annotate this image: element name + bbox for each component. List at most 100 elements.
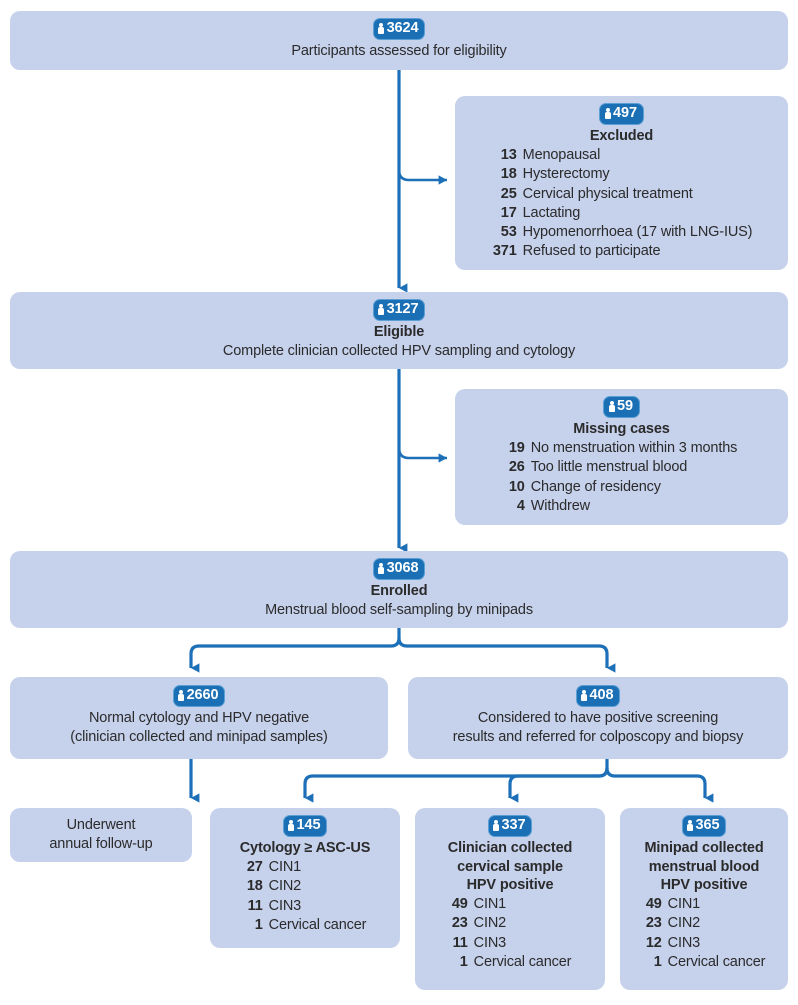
item-count: 13 [500,146,517,163]
item-count: 1 [459,953,468,970]
item-count: 11 [247,897,263,914]
list-item: 11 CIN3 [244,897,367,916]
participant-count-badge: 2660 [172,685,226,707]
item-count: 17 [500,204,517,221]
node-positive-line-2: results and referred for colposcopy and … [452,728,744,745]
item-label: CIN2 [268,878,302,895]
person-icon [608,400,615,413]
node-enrolled-title: Enrolled [370,583,428,600]
list-item: 23 CIN2 [643,914,766,933]
participant-count-badge: 408 [575,685,621,707]
item-count: 23 [645,915,662,932]
node-clinician-collected-hpv-positive[interactable]: 337 Clinician collected cervical sample … [415,808,605,990]
item-count: 18 [246,878,263,895]
badge-count: 408 [589,687,614,703]
node-assessed-for-eligibility[interactable]: 3624 Participants assessed for eligibili… [10,11,788,70]
item-label: Hypomenorrhoea (17 with LNG-IUS) [522,224,753,241]
person-icon [493,819,500,832]
participant-count-badge: 145 [282,815,328,837]
participant-count-badge: 365 [681,815,727,837]
item-label: CIN2 [473,915,507,932]
item-count: 49 [451,896,468,913]
node-excluded-title: Excluded [589,128,654,145]
node-annual-followup[interactable]: Underwent annual follow-up [10,808,192,862]
item-label: Lactating [522,204,581,221]
item-count: 1 [254,916,263,933]
item-label: CIN1 [667,896,701,913]
item-count: 371 [492,243,517,260]
node-eligible-line-1: Complete clinician collected HPV samplin… [222,342,576,359]
participant-count-badge: 59 [603,396,640,418]
badge-row: 408 [418,685,778,708]
list-item: 18 Hysterectomy [491,165,753,184]
node-eligible-title: Eligible [373,324,425,341]
list-item: 18 CIN2 [244,877,367,896]
badge-row: 337 [425,815,595,838]
participant-count-badge: 3127 [372,299,426,321]
badge-row: 145 [220,815,390,838]
badge-count: 497 [613,105,637,121]
item-label: Change of residency [530,478,661,495]
node-eligible[interactable]: 3127 Eligible Complete clinician collect… [10,292,788,369]
badge-row: 2660 [20,685,378,708]
item-count: 12 [645,934,662,951]
item-label: CIN3 [473,934,507,951]
badge-count: 3624 [386,20,419,36]
item-label: Cervical cancer [667,953,766,970]
item-label: Too little menstrual blood [530,459,688,476]
node-normal-line-2: (clinician collected and minipad samples… [70,728,328,745]
item-label: Refused to participate [522,243,661,260]
badge-row: 59 [465,396,778,419]
node-minipad-title-1: Minipad collected [644,840,764,857]
node-assessed-line-1: Participants assessed for eligibility [291,43,507,60]
person-icon [178,689,185,702]
person-icon [687,819,694,832]
item-label: CIN2 [667,915,701,932]
list-item: 25 Cervical physical treatment [491,185,753,204]
node-normal-cytology-hpv-negative[interactable]: 2660 Normal cytology and HPV negative (c… [10,677,388,759]
item-count: 4 [516,497,525,514]
list-item: 12 CIN3 [643,934,766,953]
badge-row: 3127 [20,299,778,322]
participant-count-badge: 3068 [372,558,426,580]
person-icon [378,22,385,35]
node-followup-line-1: Underwent [66,817,136,833]
participant-count-badge: 337 [487,815,533,837]
node-minipad-collected-hpv-positive[interactable]: 365 Minipad collected menstrual blood HP… [620,808,788,990]
item-label: CIN3 [667,934,701,951]
node-clinician-title-2: cervical sample [457,858,563,875]
list-item: 371 Refused to participate [491,242,753,261]
list-item: 1 Cervical cancer [244,916,367,935]
item-count: 18 [500,166,517,183]
node-missing-title: Missing cases [573,421,670,438]
node-enrolled-line-1: Menstrual blood self-sampling by minipad… [265,601,533,618]
item-label: Cervical physical treatment [522,185,693,202]
person-icon [378,562,385,575]
item-label: CIN3 [268,897,302,914]
badge-row: 3068 [20,558,778,581]
node-clinician-title-1: Clinician collected [447,840,573,857]
item-label: Cervical cancer [268,916,367,933]
node-enrolled[interactable]: 3068 Enrolled Menstrual blood self-sampl… [10,551,788,628]
item-count: 25 [500,185,517,202]
item-label: Hysterectomy [522,166,610,183]
participant-count-badge: 497 [599,103,644,125]
badge-count: 2660 [186,687,219,703]
node-positive-screening-referred[interactable]: 408 Considered to have positive screenin… [408,677,788,759]
